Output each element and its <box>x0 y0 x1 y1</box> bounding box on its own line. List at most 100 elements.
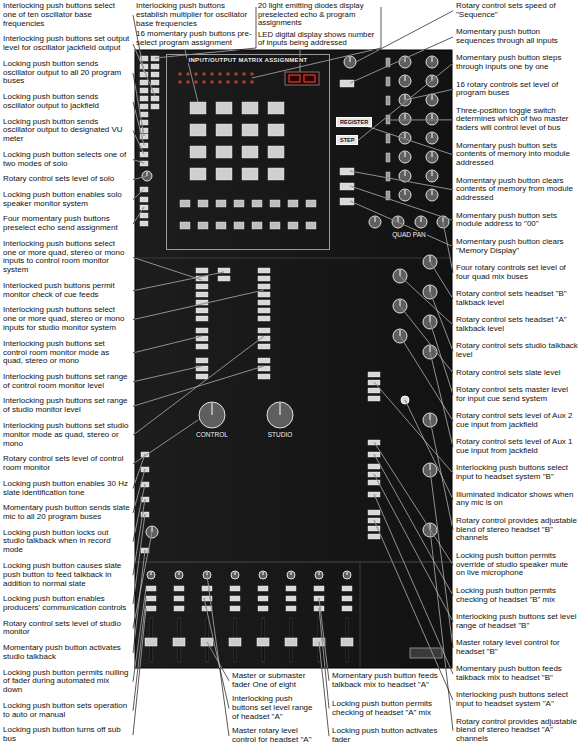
leader-line <box>135 50 155 96</box>
push-button <box>196 284 208 289</box>
push-button <box>242 124 258 136</box>
push-button <box>140 161 148 166</box>
leader-line <box>135 598 146 668</box>
toggle-switch <box>386 96 390 105</box>
callout-label: Locking push button permits override of … <box>456 552 579 578</box>
callout-label: Locking push button sends oscillator out… <box>3 93 130 111</box>
push-button <box>342 606 352 611</box>
leader-line <box>207 575 229 668</box>
leader-line <box>133 290 264 320</box>
push-button <box>140 213 148 218</box>
knob-pointer <box>430 316 431 322</box>
push-button <box>314 586 324 591</box>
rotary-knob <box>231 571 239 579</box>
rotary-knob <box>287 571 295 579</box>
led <box>242 80 246 84</box>
leader-line <box>133 484 145 542</box>
push-button <box>216 222 226 229</box>
leader-line <box>133 366 202 382</box>
callout-label: Interlocking push buttons select input t… <box>456 464 579 482</box>
led <box>210 72 214 76</box>
leader-line <box>133 257 202 280</box>
rotary-knob <box>399 151 411 163</box>
callout-label: Locking push button enables producers' c… <box>3 595 130 613</box>
panel-legend: CONTROL <box>195 431 229 438</box>
led <box>202 80 206 84</box>
callout-label: Momentary push button sets contents of m… <box>456 142 579 168</box>
leader-line <box>430 420 452 530</box>
knob-pointer <box>430 286 431 292</box>
callout-label: Locking push button sends oscillator out… <box>3 118 130 144</box>
leader-line <box>350 171 452 190</box>
leader-line <box>356 63 453 142</box>
push-button <box>268 168 284 180</box>
leader-line <box>133 598 146 711</box>
callout-label: Locking push button permits checking of … <box>332 700 448 718</box>
rotary-knob <box>426 170 438 182</box>
panel-legend: STUDIO <box>267 431 294 438</box>
led <box>178 80 182 84</box>
fader-cap <box>229 638 241 646</box>
knob-pointer <box>291 572 292 575</box>
toggle-switch <box>386 134 390 143</box>
callout-label: 20 light emitting diodes display presele… <box>258 2 378 28</box>
callout-label: Four rotary controls set level of four q… <box>456 264 579 282</box>
led <box>250 80 254 84</box>
rotary-knob <box>415 216 427 228</box>
callout-label: Interlocking push buttons set output lev… <box>3 35 130 53</box>
leader-line <box>388 119 452 120</box>
rotary-knob <box>426 94 438 106</box>
callout-label: Rotary control sets headset "A" talkback… <box>456 316 579 334</box>
push-button <box>196 328 208 333</box>
push-button <box>140 197 148 202</box>
led <box>186 72 190 76</box>
push-button <box>288 200 298 207</box>
callout-label: 16 momentary push buttons pre-select pro… <box>136 30 254 48</box>
callout-label: Momentary push button clears "Memory Dis… <box>456 238 579 256</box>
push-button <box>216 146 232 158</box>
console-panel <box>135 50 452 668</box>
callout-label: Locking push button causes slate push bu… <box>3 562 130 588</box>
rotary-knob <box>399 56 411 68</box>
push-button <box>140 96 148 101</box>
leader-line <box>319 598 329 681</box>
callout-label: Master rotary level control for headset … <box>232 727 320 745</box>
callout-label: Momentary push button steps through inpu… <box>456 54 579 72</box>
push-button <box>190 146 206 158</box>
leader-line <box>133 176 147 180</box>
push-button <box>196 308 208 313</box>
push-button <box>258 586 268 591</box>
callout-label: Locking push button enables 30 Hz slate … <box>3 480 130 498</box>
leader-line <box>135 272 224 291</box>
push-button <box>258 292 270 297</box>
push-button <box>286 606 296 611</box>
push-button <box>258 276 270 281</box>
push-button <box>140 104 148 109</box>
leader-line <box>135 176 147 180</box>
leader-line <box>350 201 453 247</box>
callout-label: Interlocking push buttons establish mult… <box>136 2 254 28</box>
leader-line <box>350 186 453 220</box>
led <box>218 72 222 76</box>
push-button <box>140 152 148 157</box>
led <box>210 80 214 84</box>
leader-line <box>135 207 144 224</box>
push-button <box>342 596 352 601</box>
leader-line <box>430 292 452 351</box>
push-button <box>140 64 148 69</box>
rotary-knob <box>426 151 438 163</box>
leader-line <box>135 131 144 154</box>
leader-line <box>443 222 453 273</box>
callout-label: Interlocking push buttons select one or … <box>3 306 130 332</box>
knob-pointer <box>319 572 320 575</box>
push-button <box>270 222 280 229</box>
push-button <box>216 200 226 207</box>
led <box>194 80 198 84</box>
push-button <box>151 56 159 61</box>
push-button <box>368 372 380 377</box>
leader-line <box>400 336 452 421</box>
rotary-knob <box>426 189 438 201</box>
rotary-knob <box>343 571 351 579</box>
leader-group-on-panel <box>135 50 452 668</box>
led <box>202 72 206 76</box>
